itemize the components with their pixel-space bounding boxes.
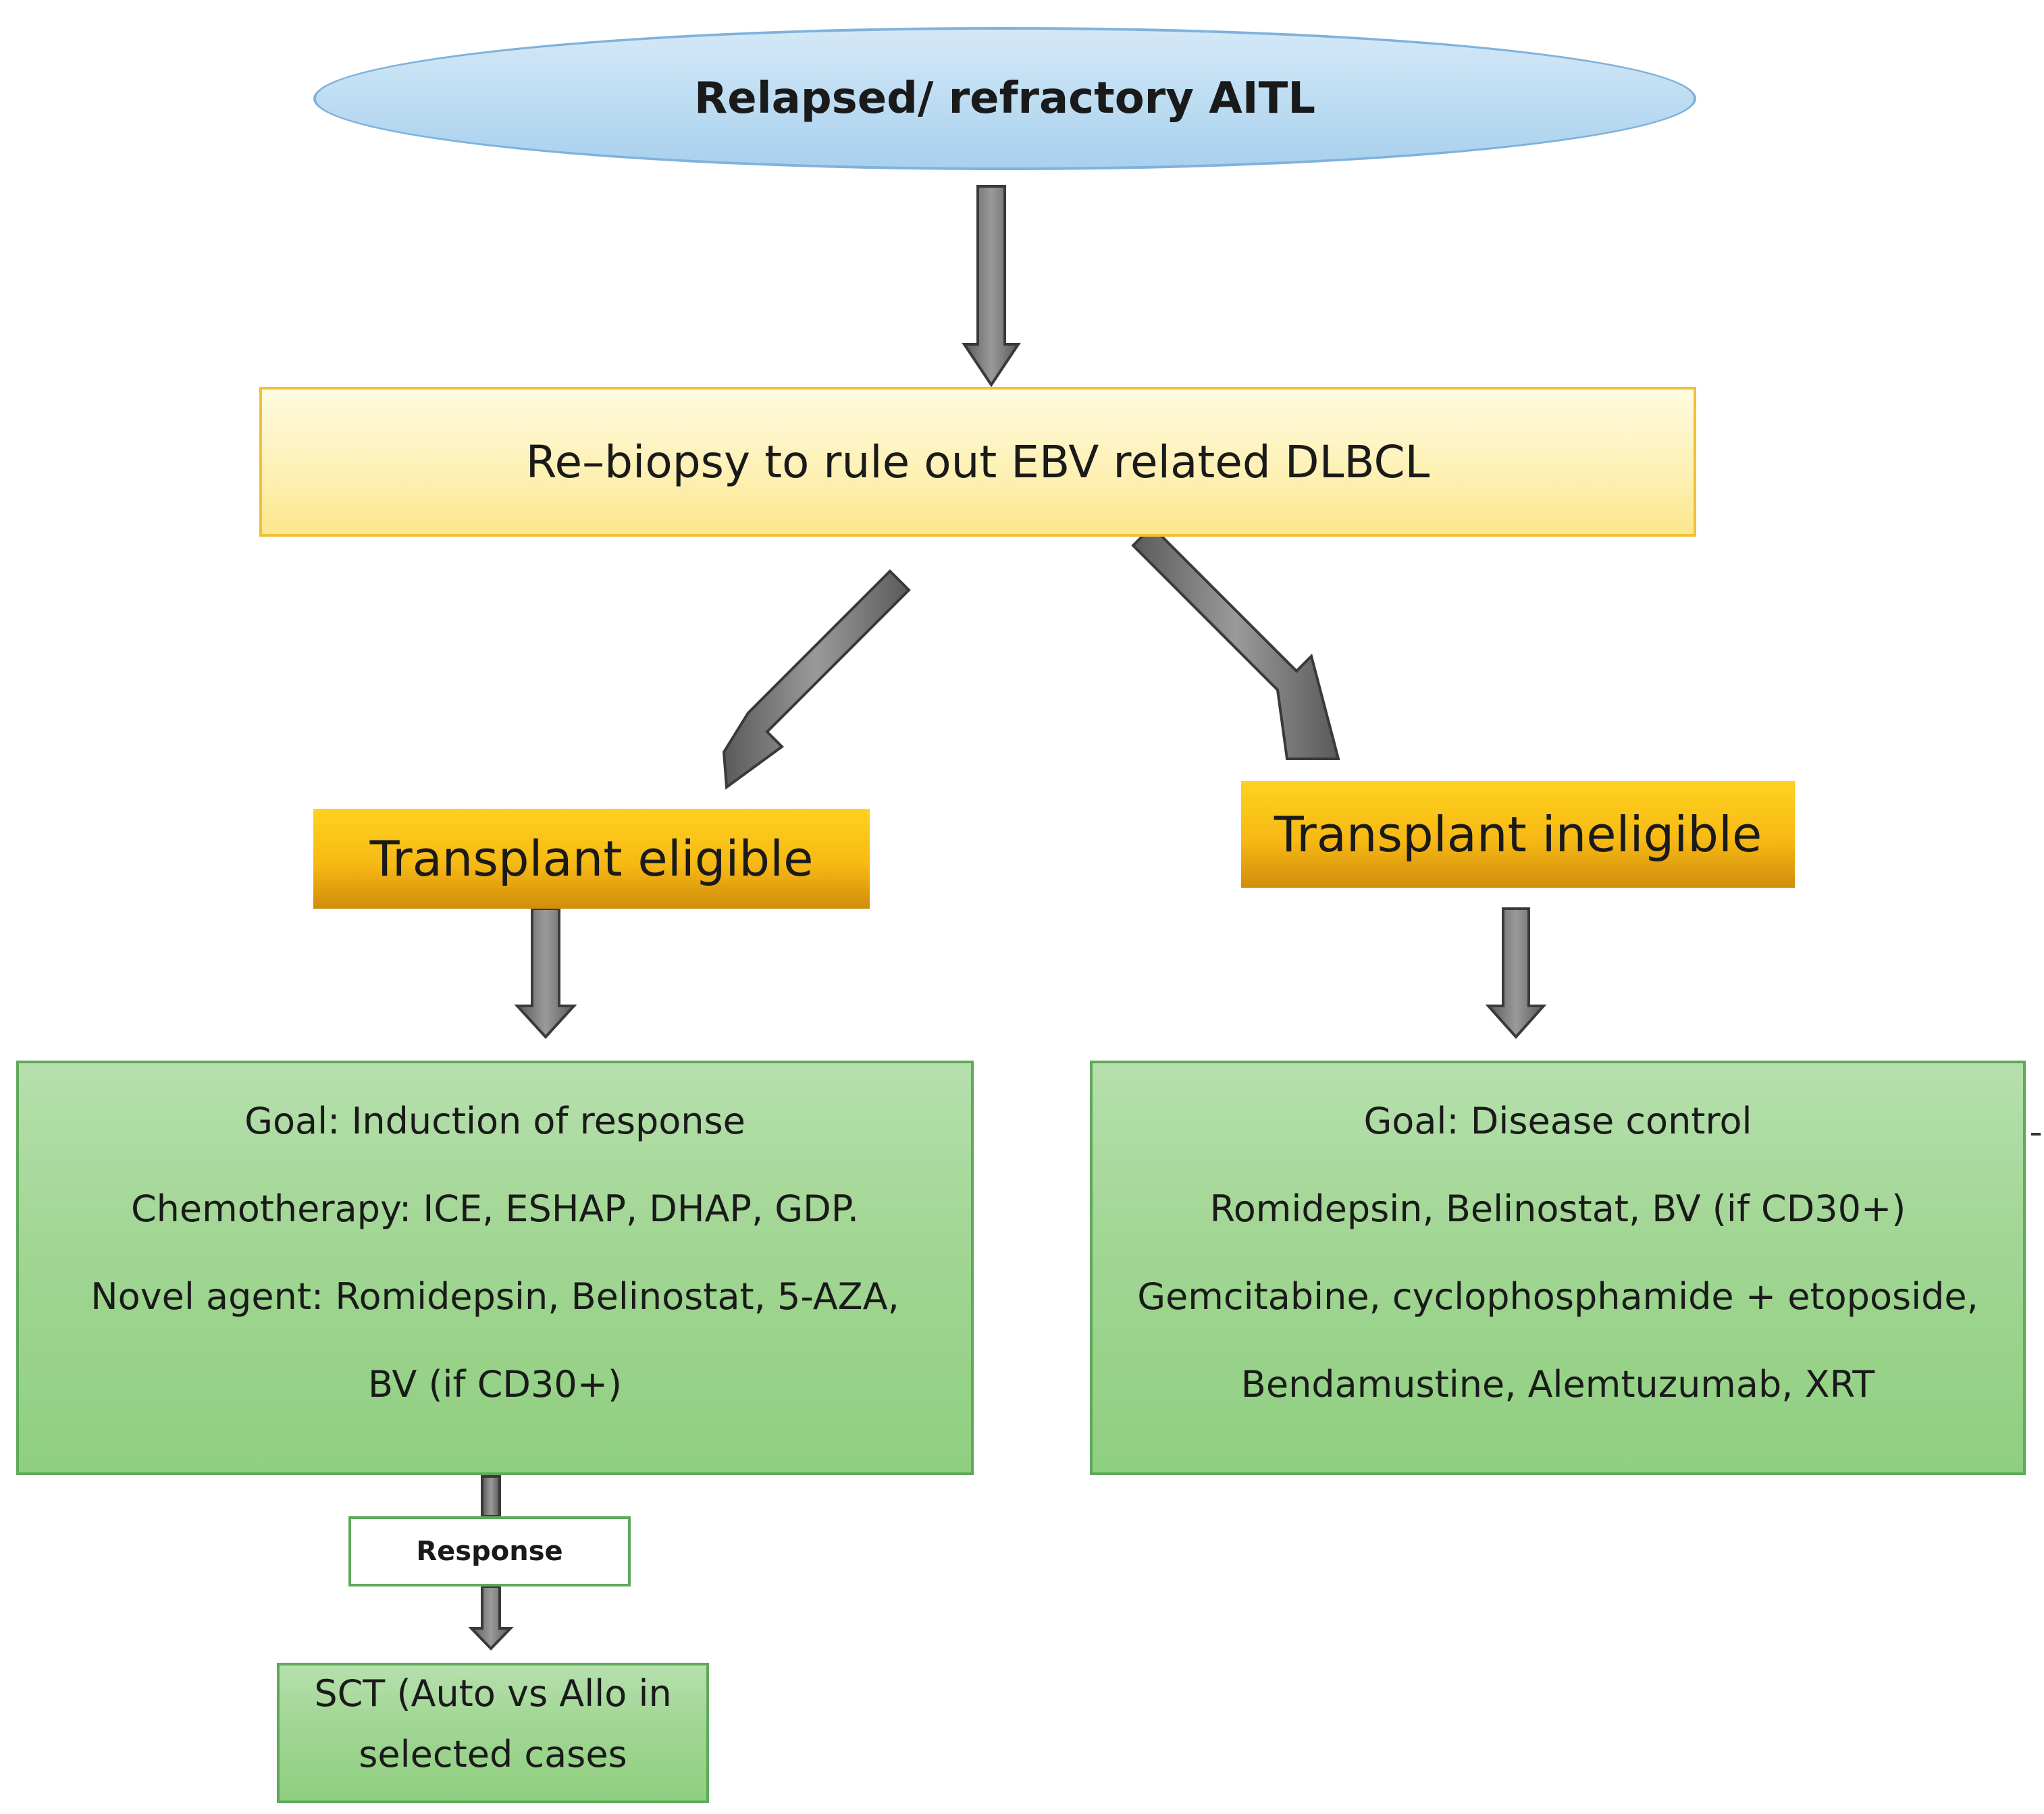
bv-line: BV (if CD30+) [367, 1363, 623, 1406]
arrow-response-to-sct [468, 1585, 514, 1651]
goal-disease-control-line: Goal: Disease control [1363, 1100, 1752, 1142]
goal-induction-line: Goal: Induction of response [244, 1100, 745, 1142]
node-ineligible-label: Transplant ineligible [1274, 806, 1762, 863]
arrow-biopsy-to-eligible [722, 569, 911, 790]
node-transplant-eligible: Transplant eligible [313, 809, 870, 909]
node-relapsed-label: Relapsed/ refractory AITL [694, 74, 1315, 124]
bendamustine-line: Bendamustine, Alemtuzumab, XRT [1240, 1363, 1875, 1406]
node-goal-disease-control: Goal: Disease control Romidepsin, Belino… [1090, 1061, 2026, 1475]
sct-line-2: selected cases [359, 1733, 627, 1776]
arrow-top-to-biopsy [962, 185, 1021, 388]
node-goal-induction: Goal: Induction of response Chemotherapy… [16, 1061, 974, 1475]
novel-agent-line: Novel agent: Romidepsin, Belinostat, 5-A… [90, 1275, 899, 1318]
arrow-eligible-to-goal [514, 907, 577, 1039]
arrow-ineligible-to-goal [1485, 907, 1547, 1040]
sct-line-1: SCT (Auto vs Allo in [314, 1672, 672, 1715]
node-transplant-ineligible: Transplant ineligible [1241, 781, 1795, 888]
chemotherapy-line: Chemotherapy: ICE, ESHAP, DHAP, GDP. [130, 1188, 860, 1230]
node-rebiopsy: Re–biopsy to rule out EBV related DLBCL [259, 387, 1696, 537]
node-response: Response [348, 1516, 631, 1586]
connector-goal-to-response [481, 1475, 501, 1518]
node-eligible-label: Transplant eligible [369, 830, 814, 887]
edge-tick-mark [2031, 1133, 2041, 1136]
node-rebiopsy-label: Re–biopsy to rule out EBV related DLBCL [525, 435, 1430, 488]
romidepsin-line: Romidepsin, Belinostat, BV (if CD30+) [1209, 1188, 1906, 1230]
node-sct: SCT (Auto vs Allo in selected cases [277, 1663, 709, 1803]
node-response-label: Response [416, 1536, 563, 1567]
node-relapsed-refractory: Relapsed/ refractory AITL [313, 27, 1696, 170]
gemcitabine-line: Gemcitabine, cyclophosphamide + etoposid… [1137, 1275, 1979, 1318]
arrow-biopsy-to-ineligible [1131, 525, 1340, 760]
